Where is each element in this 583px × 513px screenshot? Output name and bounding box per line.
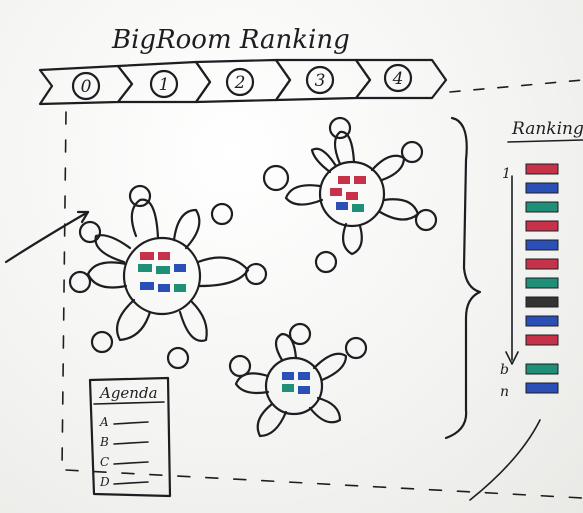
exit-stroke [469,419,541,501]
stage-label-0: 0 [81,77,92,97]
stage-label-4: 4 [392,69,404,89]
card [174,264,186,272]
card [346,192,358,200]
stage-label-2: 2 [234,73,246,93]
ranking-top-label: 1 [502,166,511,182]
card [282,384,294,392]
entry-arrow [4,210,90,264]
card [158,284,170,292]
ranking-column: Ranking 1 b n [500,119,583,400]
card [298,372,310,380]
agenda-item-b: B [99,435,109,449]
table-group-1 [68,184,268,370]
card [282,372,294,380]
card [156,266,170,274]
ranking-bar [525,363,559,375]
ranking-label-n: n [500,384,509,400]
ranking-bar [525,334,559,346]
stage-label-3: 3 [315,71,326,91]
board-title: BigRoom Ranking [111,25,350,55]
ranking-bar [525,258,559,270]
ranking-bar [525,220,559,232]
table-group-3 [228,322,368,438]
ranking-bar [525,277,559,289]
table-3 [264,356,324,416]
table-2 [318,160,386,228]
ranking-bars [525,163,559,394]
agenda-box: Agenda A B C D [88,376,172,498]
card [174,284,186,292]
agenda-item-c: C [100,455,109,469]
card [158,252,170,260]
curly-brace [444,116,482,440]
card [352,204,364,212]
ranking-bar [525,182,559,194]
card [138,264,152,272]
ranking-bar [525,163,559,175]
card [338,176,350,184]
agenda-title: Agenda [98,384,158,402]
ranking-bar [525,201,559,213]
stage-label-1: 1 [159,75,170,95]
entry-arrowhead [76,210,90,224]
card [140,282,154,290]
ranking-bar [525,315,559,327]
card [140,252,154,260]
card [298,386,310,394]
ranking-heading: Ranking [511,119,583,139]
ranking-label-b: b [500,362,509,378]
table-group-2 [262,116,438,274]
table-1 [122,236,202,316]
agenda-item-d: D [99,475,110,489]
stage-arrow-4 [354,58,448,100]
ranking-bar [525,239,559,251]
ranking-bar [525,382,559,394]
card [330,188,342,196]
agenda-item-a: A [99,415,109,429]
card [354,176,366,184]
room-dashed-border [61,79,583,499]
stage-arrows: 0 1 2 3 4 [38,58,448,106]
card [336,202,348,210]
ranking-bar [525,296,559,308]
